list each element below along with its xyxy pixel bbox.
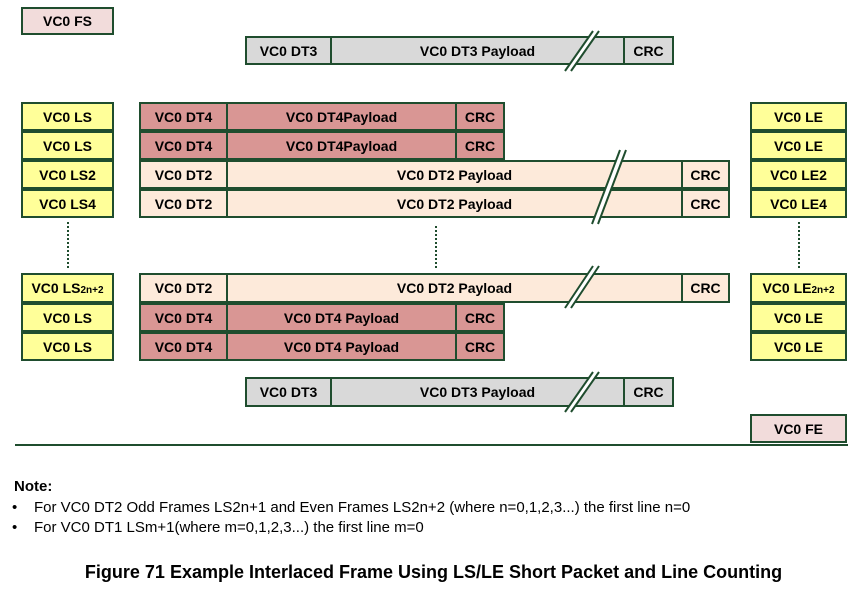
dt4-header: VC0 DT4: [139, 332, 228, 361]
dt2-payload: VC0 DT2 Payload: [226, 189, 683, 218]
dt3-payload-top: VC0 DT3 Payload: [330, 36, 625, 65]
dt4-crc: CRC: [455, 332, 505, 361]
note-text: For VC0 DT2 Odd Frames LS2n+1 and Even F…: [34, 499, 691, 516]
line-end-packet: VC0 LE4: [750, 189, 847, 218]
dt4-crc: CRC: [455, 131, 505, 160]
figure-caption: Figure 71 Example Interlaced Frame Using…: [84, 562, 783, 582]
continuation-dots: [435, 226, 437, 268]
note-text: For VC0 DT1 LSm+1(where m=0,1,2,3...) th…: [34, 519, 424, 536]
dt2-header: VC0 DT2: [139, 273, 228, 303]
line-end-label: VC0 LE: [762, 280, 812, 296]
note-item: • For VC0 DT2 Odd Frames LS2n+1 and Even …: [12, 499, 690, 516]
frame-start-packet: VC0 FS: [21, 7, 114, 35]
note-item: • For VC0 DT1 LSm+1(where m=0,1,2,3...) t…: [12, 519, 424, 536]
line-end-packet: VC0 LE: [750, 102, 847, 131]
line-start-packet: VC0 LS: [21, 131, 114, 160]
note-title: Note:: [14, 478, 53, 495]
line-start-packet: VC0 LS: [21, 102, 114, 131]
line-start-subscript: 2n+2: [80, 284, 104, 296]
line-end-packet: VC0 LE: [750, 332, 847, 361]
dt4-header: VC0 DT4: [139, 102, 228, 131]
continuation-dots: [798, 222, 800, 268]
line-start-packet: VC0 LS: [21, 332, 114, 361]
line-end-subscript: 2n+2: [811, 284, 835, 296]
line-start-label: VC0 LS: [31, 280, 81, 296]
dt3-header-bottom: VC0 DT3: [245, 377, 332, 407]
dt2-header: VC0 DT2: [139, 189, 228, 218]
line-start-packet: VC0 LS2: [21, 160, 114, 189]
dt3-header-top: VC0 DT3: [245, 36, 332, 65]
line-end-packet: VC0 LE: [750, 131, 847, 160]
frame-divider-line: [15, 444, 848, 446]
break-mark: [564, 371, 600, 413]
dt3-crc-bottom: CRC: [623, 377, 674, 407]
dt2-payload: VC0 DT2 Payload: [226, 273, 683, 303]
dt4-payload: VC0 DT4 Payload: [226, 332, 457, 361]
line-start-packet: VC0 LS: [21, 303, 114, 332]
bullet-icon: •: [12, 519, 18, 536]
dt4-payload: VC0 DT4 Payload: [226, 303, 457, 332]
dt4-header: VC0 DT4: [139, 303, 228, 332]
line-end-packet: VC0 LE2: [750, 160, 847, 189]
dt4-payload: VC0 DT4Payload: [226, 131, 457, 160]
line-end-packet: VC0 LE: [750, 303, 847, 332]
line-start-packet: VC0 LS4: [21, 189, 114, 218]
break-mark: [591, 149, 627, 225]
dt4-payload: VC0 DT4Payload: [226, 102, 457, 131]
break-mark: [564, 30, 600, 72]
continuation-dots: [67, 222, 69, 268]
dt4-crc: CRC: [455, 303, 505, 332]
dt2-crc: CRC: [681, 189, 730, 218]
dt2-crc: CRC: [681, 160, 730, 189]
dt2-header: VC0 DT2: [139, 160, 228, 189]
dt3-crc-top: CRC: [623, 36, 674, 65]
bullet-icon: •: [12, 499, 18, 516]
dt4-header: VC0 DT4: [139, 131, 228, 160]
dt4-crc: CRC: [455, 102, 505, 131]
frame-end-packet: VC0 FE: [750, 414, 847, 443]
break-mark: [564, 265, 600, 309]
dt2-crc: CRC: [681, 273, 730, 303]
